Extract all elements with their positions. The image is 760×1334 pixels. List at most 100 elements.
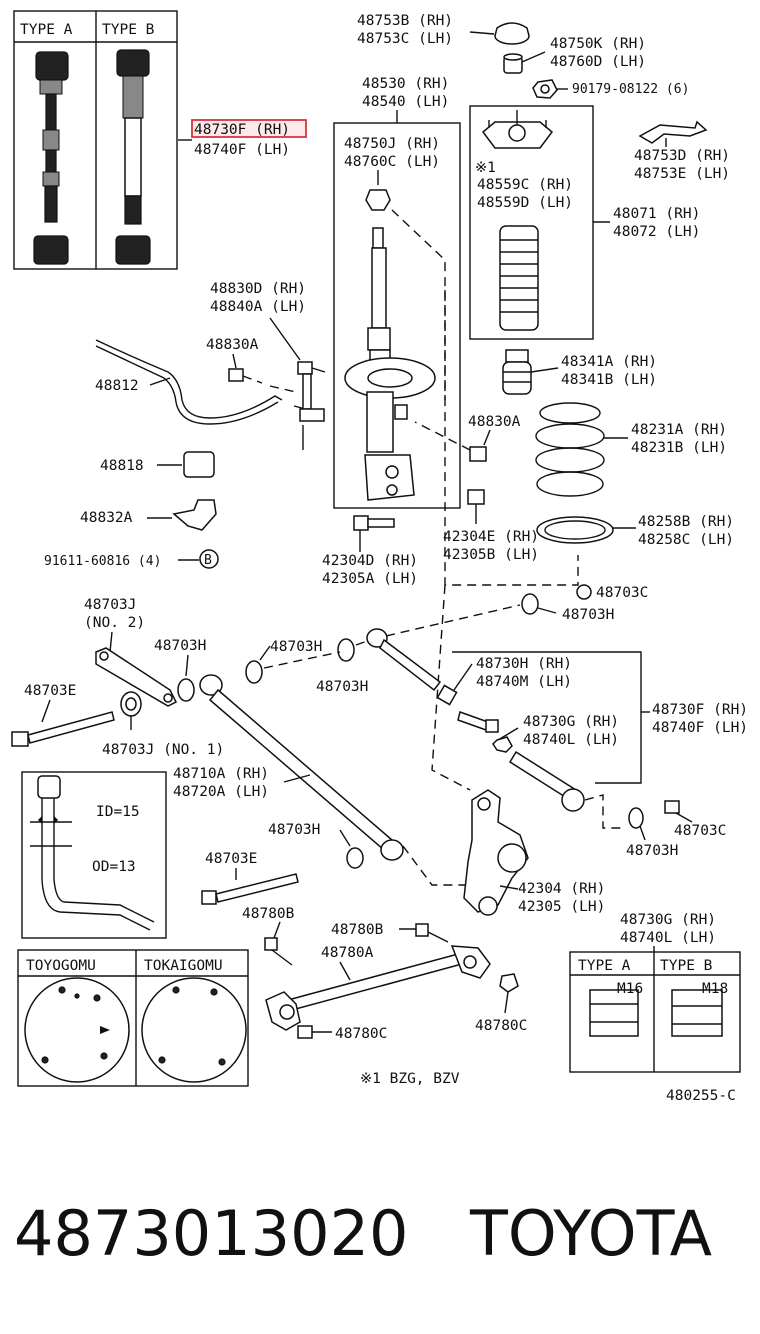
label-42305[interactable]: 42305 (LH) xyxy=(518,899,605,915)
bracket-icon xyxy=(638,120,708,144)
label-48730F-rh-2[interactable]: 48730F (RH) xyxy=(652,702,748,718)
lower-arm-icon xyxy=(199,674,404,861)
label-48830D[interactable]: 48830D (RH) xyxy=(210,281,306,297)
part-number-caption: 4873013020 xyxy=(14,1197,408,1270)
label-48703C-b[interactable]: 48703C xyxy=(674,823,726,839)
label-90179-08122[interactable]: 90179-08122 (6) xyxy=(572,82,689,97)
bump-stopper-icon xyxy=(502,349,532,395)
stabilizer-bar-icon xyxy=(95,339,283,419)
label-48231A[interactable]: 48231A (RH) xyxy=(631,422,727,438)
label-48730F-rh-highlighted[interactable]: 48730F (RH) xyxy=(194,122,290,138)
label-od13: OD=13 xyxy=(92,859,136,875)
label-48559C[interactable]: 48559C (RH) xyxy=(477,177,573,193)
washer-icon xyxy=(521,593,539,615)
label-48703E-b[interactable]: 48703E xyxy=(205,851,257,867)
washer-icon-2 xyxy=(177,678,195,702)
label-48703H-b[interactable]: 48703H xyxy=(154,638,206,654)
label-tokaigomu: TOKAIGOMU xyxy=(144,958,223,974)
shock-absorber-icon xyxy=(344,189,436,501)
label-48830A-a[interactable]: 48830A xyxy=(206,337,259,353)
label-48710A[interactable]: 48710A (RH) xyxy=(173,766,269,782)
label-48750K[interactable]: 48750K (RH) xyxy=(550,36,646,52)
label-48840A[interactable]: 48840A (LH) xyxy=(210,299,306,315)
label-48703C-a[interactable]: 48703C xyxy=(596,585,648,601)
label-48703J-no2[interactable]: 48703J xyxy=(84,597,136,613)
label-48780B-b[interactable]: 48780B xyxy=(331,922,384,938)
label-48753C[interactable]: 48753C (LH) xyxy=(357,31,453,47)
label-48072[interactable]: 48072 (LH) xyxy=(613,224,700,240)
label-type-a-2: TYPE A xyxy=(578,958,631,974)
label-no2: (NO. 2) xyxy=(84,615,145,631)
label-toyogomu: TOYOGOMU xyxy=(26,958,96,974)
label-42304E[interactable]: 42304E (RH) xyxy=(443,529,539,545)
label-48832A[interactable]: 48832A xyxy=(80,510,133,526)
label-48703E-a[interactable]: 48703E xyxy=(24,683,76,699)
label-48730G-a[interactable]: 48730G (RH) xyxy=(523,714,619,730)
brand-caption: TOYOTA xyxy=(469,1197,712,1270)
coil-spring-icon xyxy=(535,402,605,497)
label-48071[interactable]: 48071 (RH) xyxy=(613,206,700,222)
upper-mount-icon xyxy=(481,110,554,149)
label-48740L-b[interactable]: 48740L (LH) xyxy=(620,930,716,946)
label-48258B[interactable]: 48258B (RH) xyxy=(638,514,734,530)
label-48812[interactable]: 48812 xyxy=(95,378,139,394)
label-48780C-a[interactable]: 48780C xyxy=(335,1026,387,1042)
label-48703H-f[interactable]: 48703H xyxy=(626,843,678,859)
label-48559D[interactable]: 48559D (LH) xyxy=(477,195,573,211)
label-48740M[interactable]: 48740M (LH) xyxy=(476,674,572,690)
bolt-icon-3 xyxy=(415,923,449,943)
bushing-icon xyxy=(183,451,215,478)
label-48703H-e[interactable]: 48703H xyxy=(268,822,320,838)
nut-small-icon xyxy=(228,368,244,382)
label-48780C-b[interactable]: 48780C xyxy=(475,1018,527,1034)
label-id15: ID=15 xyxy=(96,804,140,820)
label-48753B[interactable]: 48753B (RH) xyxy=(357,13,453,29)
label-48830A-b[interactable]: 48830A xyxy=(468,414,521,430)
control-rod-icon xyxy=(265,945,491,1031)
label-48750J[interactable]: 48750J (RH) xyxy=(344,136,440,152)
long-bolt-icon-2 xyxy=(201,873,299,905)
label-91611-60816[interactable]: 91611-60816 (4) xyxy=(44,554,161,569)
label-48780A[interactable]: 48780A xyxy=(321,945,374,961)
label-48753E[interactable]: 48753E (LH) xyxy=(634,166,730,182)
label-48341B[interactable]: 48341B (LH) xyxy=(561,372,657,388)
label-48740L-a[interactable]: 48740L (LH) xyxy=(523,732,619,748)
clamp-icon xyxy=(172,499,217,531)
label-42305A[interactable]: 42305A (LH) xyxy=(322,571,418,587)
label-48540[interactable]: 48540 (LH) xyxy=(362,94,449,110)
label-48818[interactable]: 48818 xyxy=(100,458,144,474)
label-48703H-c[interactable]: 48703H xyxy=(270,639,322,655)
rod-type-a-icon xyxy=(33,51,69,265)
nut-icon-2 xyxy=(469,446,487,462)
label-48341A[interactable]: 48341A (RH) xyxy=(561,354,657,370)
washer-icon-3 xyxy=(245,660,263,684)
label-48740F-lh-2[interactable]: 48740F (LH) xyxy=(652,720,748,736)
dust-boot-icon xyxy=(499,225,539,331)
label-48760C[interactable]: 48760C (LH) xyxy=(344,154,440,170)
label-48780B-a[interactable]: 48780B xyxy=(242,906,295,922)
upper-arm-icon xyxy=(366,628,458,706)
label-48720A[interactable]: 48720A (LH) xyxy=(173,784,269,800)
label-48740F-lh[interactable]: 48740F (LH) xyxy=(194,142,290,158)
label-42304[interactable]: 42304 (RH) xyxy=(518,881,605,897)
label-m18: M18 xyxy=(702,981,728,997)
label-42305B[interactable]: 42305B (LH) xyxy=(443,547,539,563)
label-48231B[interactable]: 48231B (LH) xyxy=(631,440,727,456)
label-48703H-d[interactable]: 48703H xyxy=(316,679,368,695)
label-48258C[interactable]: 48258C (LH) xyxy=(638,532,734,548)
highlight-box xyxy=(191,119,307,138)
rod-type-b-icon xyxy=(115,49,151,265)
nut-icon-5 xyxy=(492,736,513,753)
note-1-marker: ※1 xyxy=(475,160,496,176)
nut-icon xyxy=(532,79,558,99)
label-48530[interactable]: 48530 (RH) xyxy=(362,76,449,92)
label-48730H[interactable]: 48730H (RH) xyxy=(476,656,572,672)
label-48703J-no1[interactable]: 48703J (NO. 1) xyxy=(102,742,224,758)
label-42304D[interactable]: 42304D (RH) xyxy=(322,553,418,569)
label-48730G-b[interactable]: 48730G (RH) xyxy=(620,912,716,928)
plate-icon xyxy=(95,647,178,707)
label-48760D[interactable]: 48760D (LH) xyxy=(550,54,646,70)
label-48703H-a[interactable]: 48703H xyxy=(562,607,614,623)
nut-icon-7 xyxy=(297,1025,313,1039)
label-48753D[interactable]: 48753D (RH) xyxy=(634,148,730,164)
